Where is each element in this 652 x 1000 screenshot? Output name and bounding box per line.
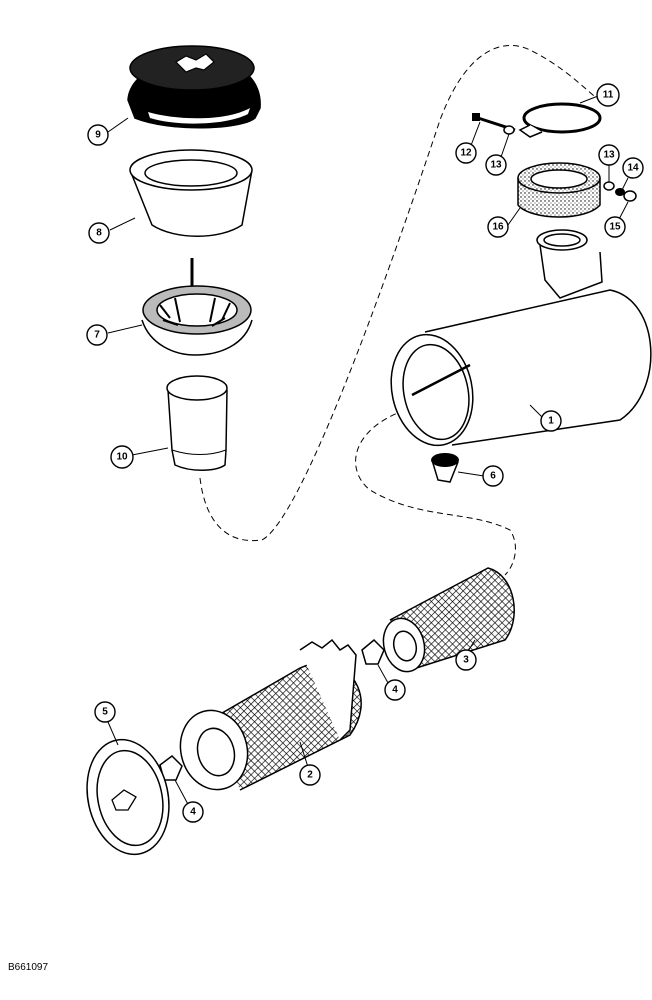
- callout-3: 3: [455, 649, 477, 671]
- svg-text:11: 11: [603, 90, 614, 101]
- callout-8: 8: [88, 222, 110, 244]
- callout-14: 14: [622, 157, 644, 179]
- callout-7: 7: [86, 324, 108, 346]
- leader-lines: [107, 95, 629, 809]
- svg-text:13: 13: [603, 150, 615, 161]
- svg-text:4: 4: [190, 807, 196, 818]
- washer-right: [603, 181, 615, 191]
- air-flow-dashed-path-lower: [355, 409, 516, 576]
- svg-text:3: 3: [463, 655, 469, 666]
- intake-tube: [166, 375, 228, 471]
- svg-text:2: 2: [307, 770, 313, 781]
- callout-13b: 13: [598, 144, 620, 166]
- callout-16: 16: [487, 216, 509, 238]
- svg-text:7: 7: [94, 330, 100, 341]
- callout-9: 9: [87, 124, 109, 146]
- callout-11: 11: [596, 83, 620, 107]
- svg-text:1: 1: [548, 416, 554, 427]
- precleaner-cap: [127, 45, 261, 129]
- hex-nut: [623, 190, 637, 202]
- svg-text:14: 14: [627, 163, 639, 174]
- svg-text:6: 6: [490, 471, 496, 482]
- air-flow-dashed-path: [199, 45, 601, 542]
- inner-filter-element: [382, 567, 515, 673]
- dust-valve: [431, 453, 459, 483]
- washer-left: [503, 125, 515, 135]
- callout-4a: 4: [384, 679, 406, 701]
- hose-clamp: [518, 102, 602, 138]
- air-cleaner-housing: [390, 229, 652, 447]
- outer-filter-element: [179, 638, 362, 791]
- svg-text:10: 10: [116, 452, 128, 463]
- callout-12: 12: [455, 142, 477, 164]
- callout-13a: 13: [485, 154, 507, 176]
- callout-4b: 4: [182, 801, 204, 823]
- callout-10: 10: [110, 445, 134, 469]
- svg-text:9: 9: [95, 130, 101, 141]
- precleaner-bowl: [129, 149, 253, 237]
- precleaner-vane-assembly: [141, 258, 253, 356]
- drawing-reference-code: B661097: [8, 962, 49, 973]
- callout-6: 6: [482, 465, 504, 487]
- svg-text:16: 16: [492, 222, 504, 233]
- svg-text:8: 8: [96, 228, 102, 239]
- callout-15: 15: [604, 216, 626, 238]
- svg-text:12: 12: [460, 148, 472, 159]
- svg-text:15: 15: [609, 222, 621, 233]
- callout-5: 5: [94, 701, 116, 723]
- svg-text:5: 5: [102, 707, 108, 718]
- svg-text:4: 4: [392, 685, 398, 696]
- wing-nut-upper: [361, 638, 385, 665]
- callout-1: 1: [540, 410, 562, 432]
- end-cover: [86, 738, 170, 856]
- seal-ring: [517, 162, 601, 218]
- svg-text:13: 13: [490, 160, 502, 171]
- callout-2: 2: [299, 764, 321, 786]
